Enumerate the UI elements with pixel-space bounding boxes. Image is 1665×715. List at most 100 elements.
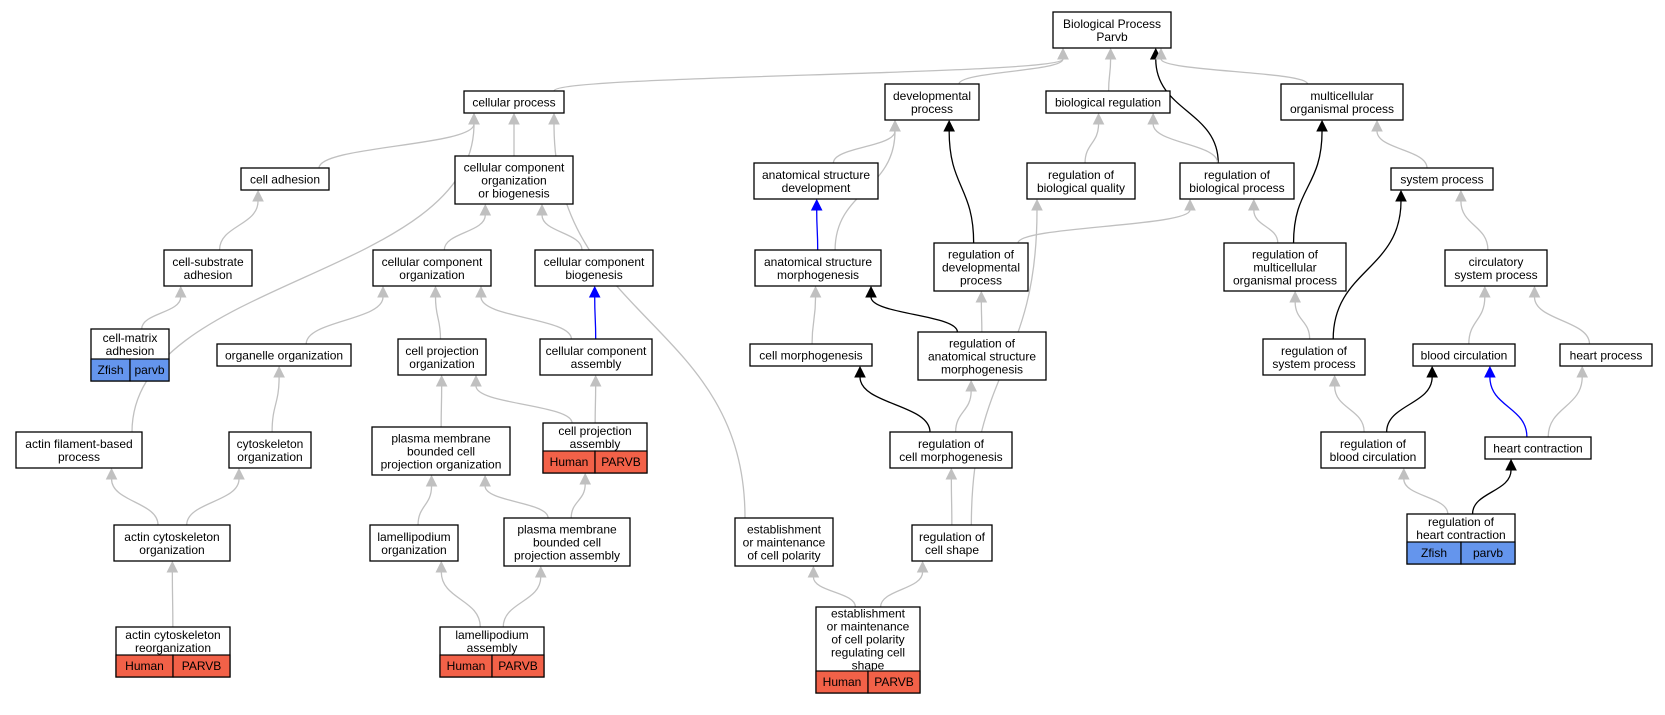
go-term-label: organization xyxy=(399,268,464,282)
species-label: Human xyxy=(447,659,486,673)
gene-cell xyxy=(1460,541,1516,565)
go-term-node-hp[interactable]: heart process xyxy=(1559,343,1653,367)
go-term-box xyxy=(216,343,352,367)
go-term-label: cellular component xyxy=(546,344,647,358)
edge-arrowhead xyxy=(945,467,958,480)
go-term-node-ca[interactable]: cell adhesion xyxy=(240,167,330,191)
edge-rbp-to-br xyxy=(1152,123,1219,164)
go-term-box xyxy=(1223,242,1347,292)
go-term-node-bc[interactable]: blood circulation xyxy=(1412,343,1516,367)
go-term-label: plasma membrane xyxy=(517,522,617,536)
go-term-label: cell projection xyxy=(558,424,631,438)
go-term-node-oo[interactable]: organelle organization xyxy=(216,343,352,367)
edge-la-to-pmbcpa xyxy=(502,576,542,628)
edge-arrowhead xyxy=(479,474,491,487)
go-term-label: establishment xyxy=(831,606,906,620)
edge-arrowhead xyxy=(1316,119,1328,132)
go-term-box xyxy=(1412,343,1516,367)
edge-rasm-to-asm xyxy=(870,296,959,333)
edge-br-to-bp xyxy=(1107,58,1112,92)
edge-cpo-to-cco xyxy=(434,296,442,340)
edge-bc-to-csp xyxy=(1468,296,1486,345)
edge-arrowhead xyxy=(233,467,245,480)
go-term-label: system process xyxy=(1272,357,1355,371)
go-term-label: cell adhesion xyxy=(250,172,320,186)
go-term-label: cell morphogenesis xyxy=(899,450,1002,464)
edge-co-to-oo xyxy=(271,376,280,433)
species-label: Zfish xyxy=(1421,546,1447,560)
go-term-box xyxy=(228,431,312,469)
edge-arrowhead xyxy=(1247,198,1260,211)
go-term-node-sp[interactable]: system process xyxy=(1390,167,1494,191)
go-term-label: cell projection xyxy=(405,344,478,358)
go-term-box xyxy=(753,162,879,200)
go-term-label: multicellular xyxy=(1253,260,1316,274)
go-term-label: adhesion xyxy=(184,268,233,282)
edge-arrowhead xyxy=(508,112,520,125)
go-term-box xyxy=(539,338,653,376)
go-term-label: regulation of xyxy=(1048,168,1115,182)
go-term-box xyxy=(15,431,143,469)
go-term-label: assembly xyxy=(570,437,621,451)
go-term-node-br[interactable]: biological regulation xyxy=(1045,90,1171,114)
go-term-label: blood circulation xyxy=(1421,348,1508,362)
edge-arrowhead xyxy=(1426,365,1438,378)
go-term-node-cm[interactable]: cell morphogenesis xyxy=(749,343,873,367)
go-term-box xyxy=(240,167,330,191)
go-term-label: actin cytoskeleton xyxy=(124,530,219,544)
go-term-box xyxy=(917,331,1047,381)
go-term-label: process xyxy=(58,450,100,464)
go-term-box xyxy=(372,249,492,287)
go-term-label: anatomical structure xyxy=(764,255,872,269)
edge-arrowhead xyxy=(889,119,901,132)
edge-rmop-to-rbp xyxy=(1253,209,1279,244)
gene-label: PARVB xyxy=(874,675,914,689)
edge-cma-to-csa xyxy=(141,296,182,330)
go-term-node-hc[interactable]: heart contraction xyxy=(1484,436,1592,460)
go-term-label: regulation of xyxy=(1340,437,1407,451)
go-term-label: biological quality xyxy=(1037,181,1125,195)
go-term-label: or maintenance xyxy=(827,619,910,633)
go-term-node-cp[interactable]: cellular process xyxy=(463,90,565,114)
edge-arrowhead xyxy=(470,374,482,387)
gene-label: PARVB xyxy=(601,455,641,469)
go-term-label: system process xyxy=(1454,268,1537,282)
